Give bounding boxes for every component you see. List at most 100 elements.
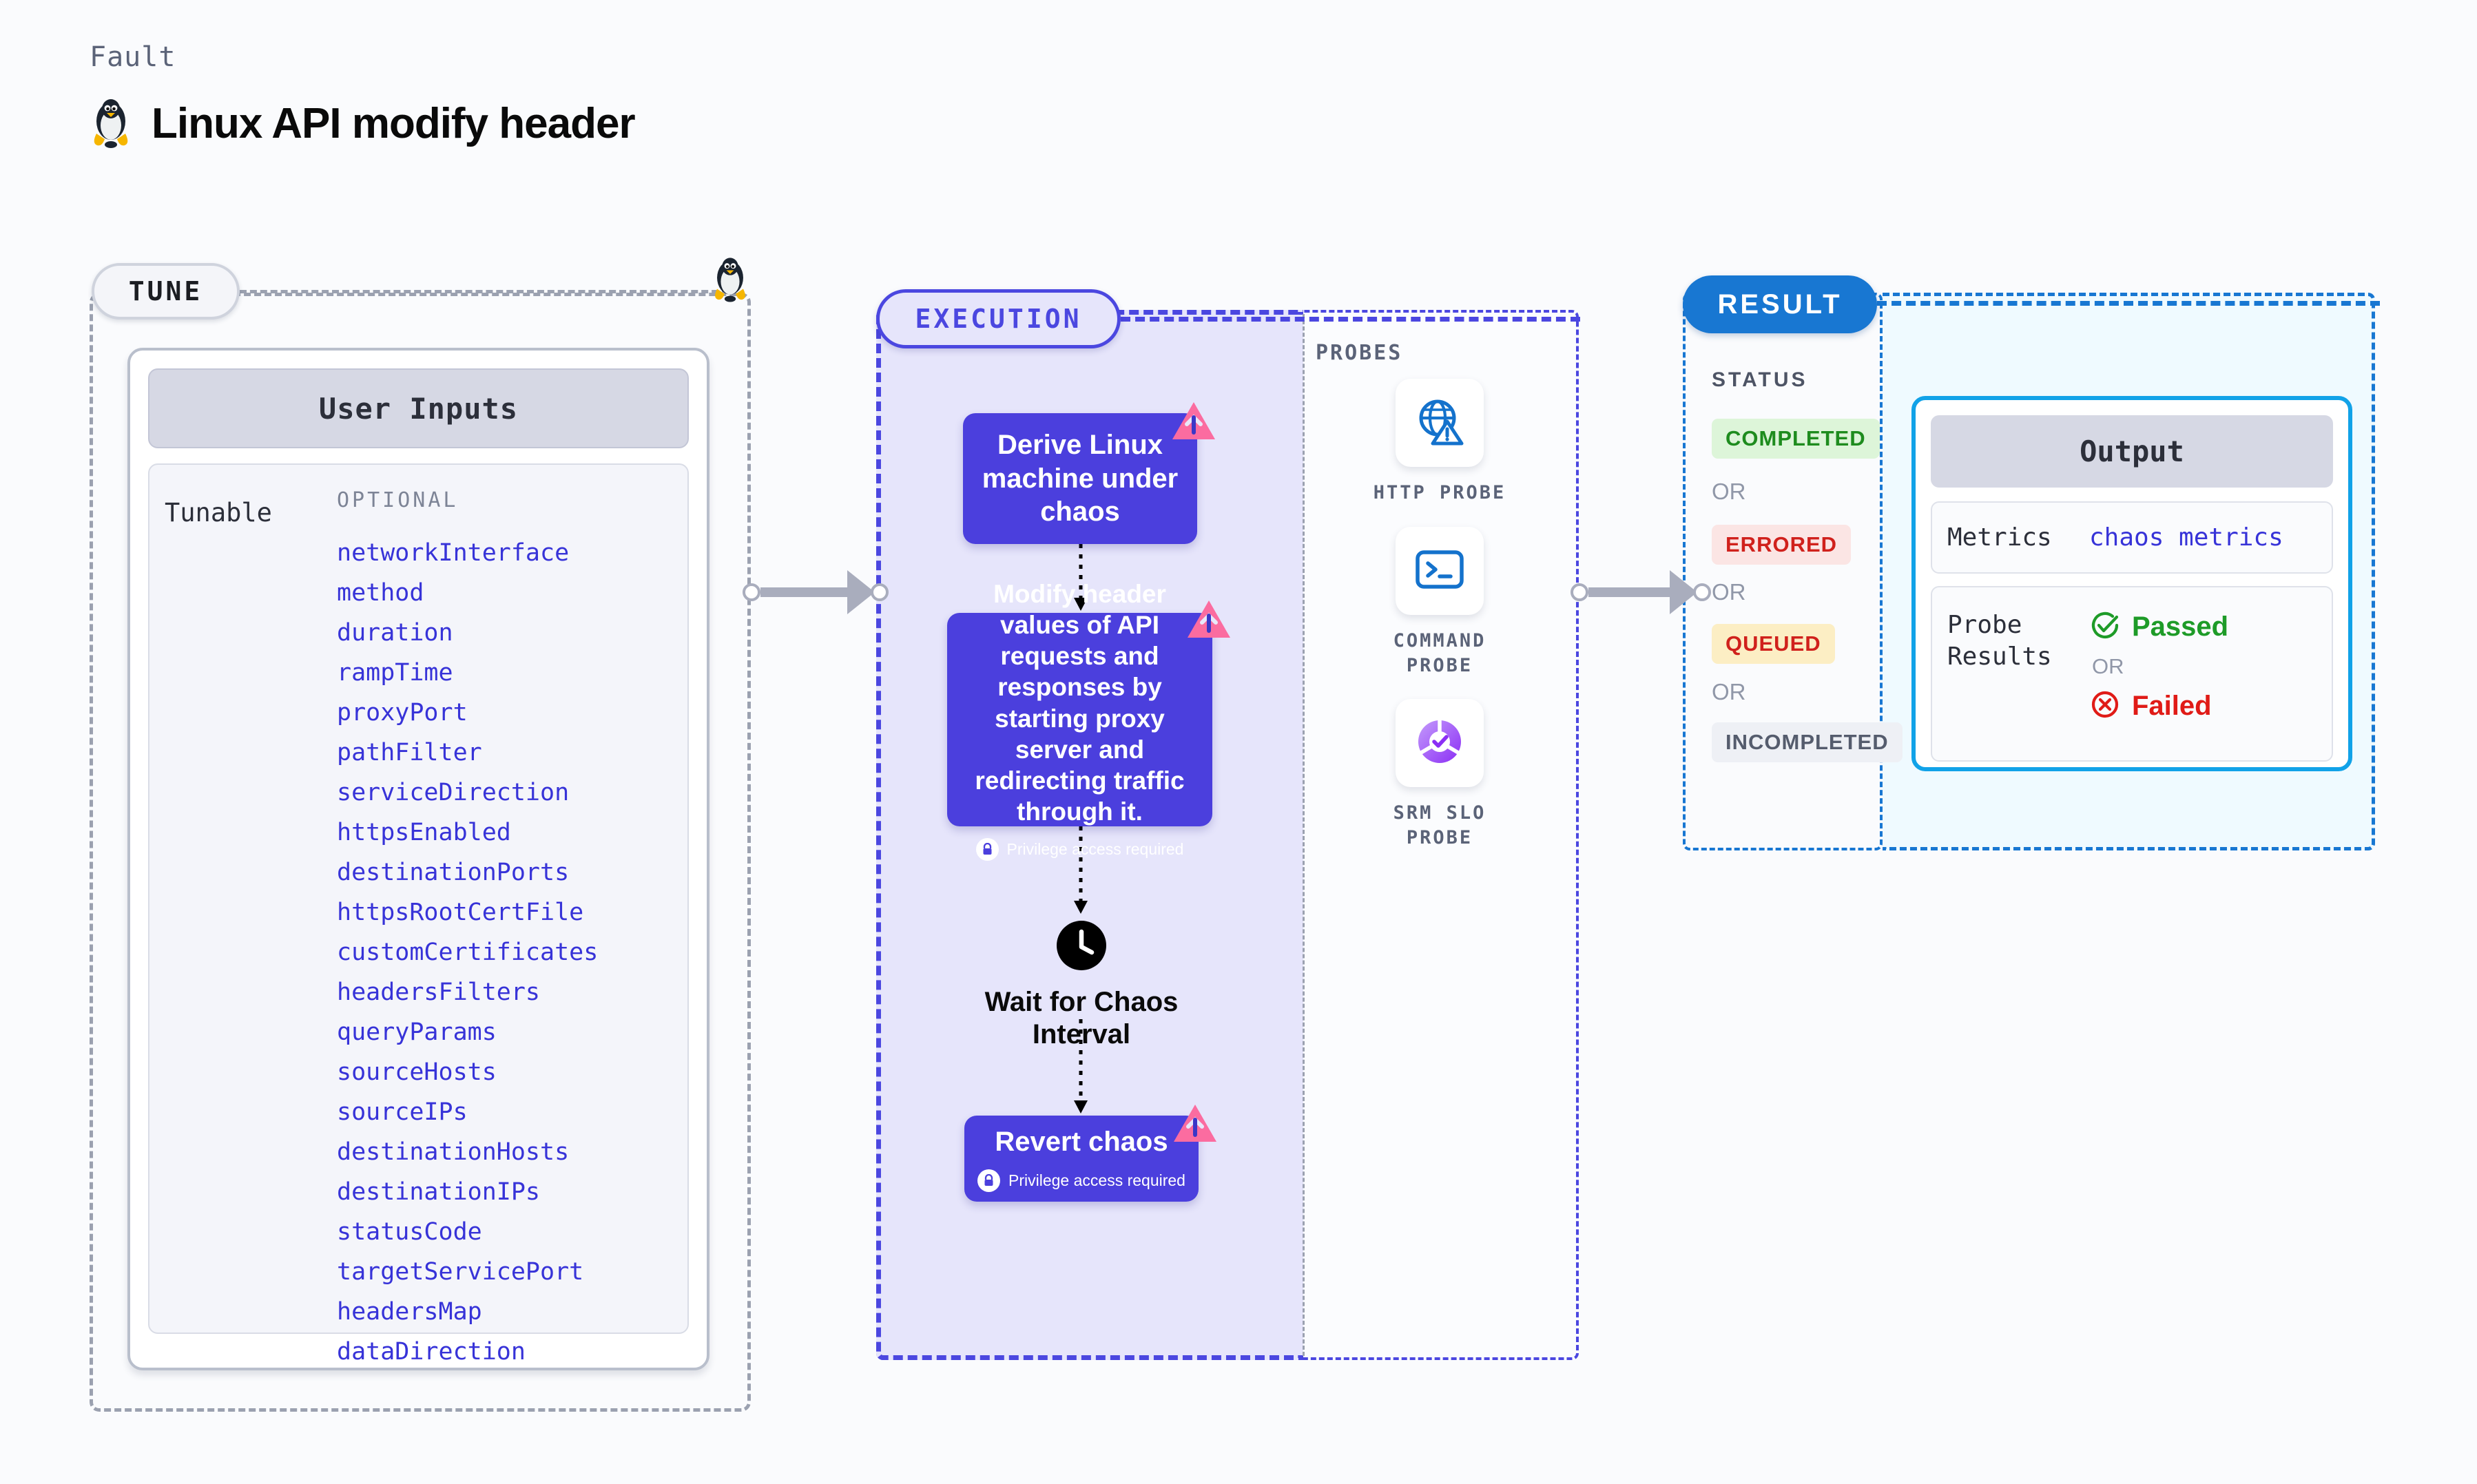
flow-arrow-3: [1074, 1019, 1088, 1114]
tunable-item[interactable]: queryParams: [337, 1018, 497, 1046]
flow-node-modify-headers[interactable]: Modify header values of API requests and…: [947, 580, 1212, 861]
result-pill-label: RESULT: [1717, 289, 1843, 320]
tunable-item[interactable]: statusCode: [337, 1218, 482, 1246]
tune-section-pill[interactable]: TUNE: [92, 263, 240, 320]
terminal-icon: [1415, 549, 1464, 594]
flow-arrow-2: [1074, 826, 1088, 914]
fault-eyebrow-label: Fault: [90, 41, 176, 73]
connector-tune-to-execution: [743, 570, 889, 614]
connector-start-dot: [743, 583, 760, 601]
page-title: Linux API modify header: [152, 99, 636, 147]
probe-icon-container: [1396, 527, 1484, 615]
execution-connector-line: [1121, 317, 1580, 322]
slo-check-icon: [1414, 716, 1465, 771]
tunable-item[interactable]: targetServicePort: [337, 1258, 584, 1286]
tunable-item[interactable]: duration: [337, 619, 453, 647]
connector-end-dot: [1693, 583, 1711, 601]
metrics-key-label: Metrics: [1947, 523, 2052, 552]
tunable-item[interactable]: method: [337, 579, 424, 607]
tunable-item[interactable]: rampTime: [337, 659, 453, 687]
status-label: STATUS: [1712, 368, 1808, 391]
tune-section-boundary: [90, 293, 751, 1412]
failed-label: Failed: [2132, 691, 2212, 721]
page-header: Fault Linux API modify header: [90, 41, 636, 149]
globe-warning-icon: [1415, 397, 1464, 450]
probe-icon-container: [1396, 699, 1484, 787]
result-connector-line: [1877, 301, 2380, 306]
flow-node-wait-for-chaos-interval[interactable]: Wait for Chaos Interval: [968, 919, 1195, 1051]
x-circle-icon: [2089, 689, 2121, 724]
status-or-label: OR: [1712, 579, 1746, 605]
probe-outcome-passed: Passed: [2089, 609, 2332, 645]
execution-section-pill[interactable]: EXECUTION: [876, 289, 1121, 348]
flow-node-revert-chaos[interactable]: Revert chaos Privilege access required: [964, 1116, 1199, 1202]
probe-label: COMMAND PROBE: [1393, 630, 1486, 677]
clock-icon: [1055, 919, 1108, 975]
status-or-label: OR: [1712, 679, 1746, 704]
metrics-value-link[interactable]: chaos metrics: [2089, 523, 2283, 552]
lock-icon: [975, 838, 999, 861]
lock-icon: [977, 1169, 1001, 1193]
user-inputs-card: User Inputs Tunable OPTIONAL networkInte…: [127, 348, 709, 1370]
output-title: Output: [2080, 435, 2184, 468]
tunable-panel: Tunable OPTIONAL networkInterface method…: [148, 463, 689, 1366]
tunable-item[interactable]: customCertificates: [337, 939, 599, 966]
probe-card-srm-slo[interactable]: SRM SLO PROBE: [1367, 699, 1512, 851]
tunable-item[interactable]: httpsRootCertFile: [337, 899, 584, 926]
tunable-list: OPTIONAL networkInterface method duratio…: [337, 488, 674, 1366]
probes-divider: [1303, 314, 1305, 1356]
execution-pill-label: EXECUTION: [915, 304, 1082, 334]
probe-results-row: Probe Results Passed OR: [1931, 586, 2333, 762]
probes-label: PROBES: [1316, 341, 1403, 365]
optional-label: OPTIONAL: [337, 488, 459, 512]
probe-card-command[interactable]: COMMAND PROBE: [1367, 527, 1512, 679]
probe-results-key-label: Probe Results: [1947, 611, 2052, 671]
linux-penguin-marker-icon: [711, 256, 749, 306]
tunable-item[interactable]: serviceDirection: [337, 779, 570, 806]
connector-start-dot: [1571, 583, 1588, 601]
tunable-label: Tunable: [165, 498, 272, 527]
status-badge-errored: ERRORED: [1712, 525, 1852, 565]
probe-label: SRM SLO PROBE: [1393, 802, 1486, 849]
status-or-label: OR: [1712, 479, 1746, 504]
tunable-item[interactable]: destinationPorts: [337, 859, 570, 886]
probe-outcomes: Passed OR Failed: [2089, 609, 2332, 760]
probe-icon-container: [1396, 379, 1484, 467]
connector-arrowhead: [1670, 570, 1697, 614]
flow-node-derive-machine[interactable]: Derive Linux machine under chaos: [963, 413, 1197, 544]
chaos-badge-icon: [1171, 401, 1216, 448]
title-row: Linux API modify header: [90, 98, 636, 149]
result-section-pill[interactable]: RESULT: [1683, 275, 1877, 333]
tunable-item[interactable]: sourceIPs: [337, 1098, 468, 1126]
probe-outcome-failed: Failed: [2089, 689, 2332, 724]
tunable-item[interactable]: headersFilters: [337, 979, 541, 1006]
tunable-item[interactable]: destinationIPs: [337, 1178, 541, 1206]
tunable-item[interactable]: dataDirection: [337, 1338, 526, 1366]
output-header: Output: [1931, 415, 2333, 488]
privilege-required-row: Privilege access required: [977, 1169, 1185, 1193]
flow-arrow-1: [1074, 544, 1088, 611]
flow-node-title: Modify header values of API requests and…: [975, 580, 1185, 826]
tune-pill-label: TUNE: [128, 276, 203, 306]
privilege-required-row: Privilege access required: [975, 838, 1183, 861]
connector-execution-to-result: [1571, 570, 1711, 614]
status-badge-completed: COMPLETED: [1712, 419, 1880, 459]
probe-outcome-or-label: OR: [2092, 654, 2124, 678]
wait-step-label: Wait for Chaos Interval: [984, 987, 1179, 1050]
tunable-item[interactable]: destinationHosts: [337, 1138, 570, 1166]
tunable-item[interactable]: httpsEnabled: [337, 819, 511, 846]
tunable-item[interactable]: sourceHosts: [337, 1058, 497, 1086]
tune-connector-line: [240, 290, 729, 293]
user-inputs-header: User Inputs: [148, 368, 689, 448]
status-badge-incompleted: INCOMPLETED: [1712, 722, 1903, 762]
status-badge-queued: QUEUED: [1712, 624, 1835, 664]
output-card: Output Metrics chaos metrics Probe Resul…: [1911, 396, 2352, 771]
check-circle-icon: [2089, 609, 2121, 645]
tunable-item[interactable]: proxyPort: [337, 699, 468, 727]
tunable-item[interactable]: pathFilter: [337, 739, 482, 766]
metrics-row: Metrics chaos metrics: [1931, 501, 2333, 574]
probe-label: HTTP PROBE: [1373, 482, 1506, 503]
tunable-item[interactable]: headersMap: [337, 1298, 482, 1326]
tunable-item[interactable]: networkInterface: [337, 539, 570, 567]
probe-card-http[interactable]: HTTP PROBE: [1367, 379, 1512, 505]
